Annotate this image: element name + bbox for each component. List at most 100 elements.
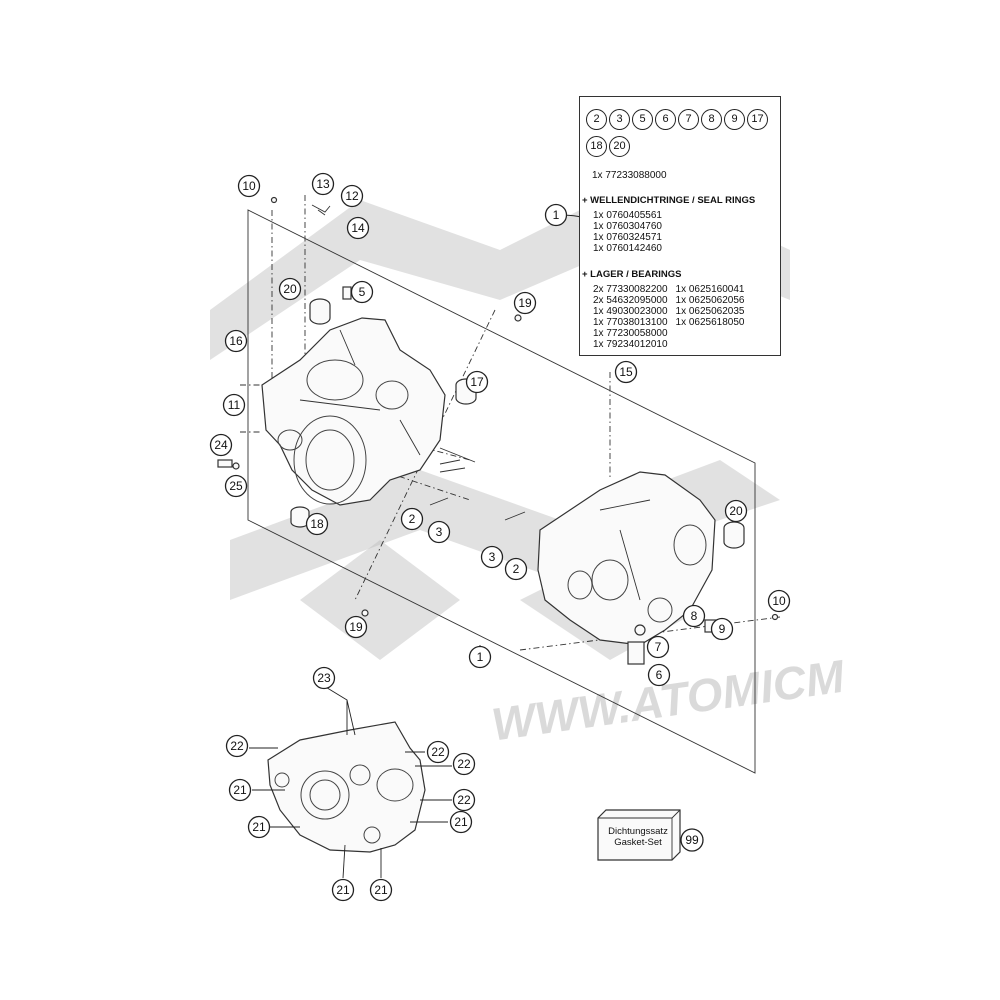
svg-text:22: 22 [431,745,445,759]
callout-21-f: 21 [454,815,468,829]
callout-12: 12 [340,184,364,208]
seal-ring-item: 1x 0760405561 [593,210,662,221]
svg-text:22: 22 [457,793,471,807]
bearing-item: 1x 77038013100 [593,317,668,328]
svg-text:13: 13 [316,177,330,191]
callout-7: 7 [646,635,670,659]
callout-15: 15 [614,360,638,384]
svg-text:6: 6 [656,668,663,682]
bearings-list: 2x 77330082200 2x 54632095000 1x 4903002… [593,284,773,350]
bearing-item: 1x 0625062056 [675,295,745,306]
svg-text:9: 9 [719,622,726,636]
bearings-column-right: 1x 0625160041 1x 0625062056 1x 062506203… [676,284,745,328]
svg-text:3: 3 [436,525,443,539]
kit-main-part: 1x 77233088000 [592,170,667,181]
kit-badge: 20 [609,136,630,157]
callout-14: 14 [346,216,370,240]
svg-text:23: 23 [317,671,331,685]
bearings-heading: + LAGER / BEARINGS [582,269,682,280]
gasket-set-label-de: Dichtungssatz [608,826,668,837]
callout-22-b: 22 [426,740,450,764]
bearing-item: 1x 0625160041 [675,284,745,295]
crankcase-inner-view [267,721,426,853]
bearing-item: 2x 54632095000 [593,295,668,306]
seal-ring-item: 1x 0760304760 [593,221,662,232]
svg-text:2: 2 [409,512,416,526]
kit-badge: 5 [632,109,653,130]
callout-2-right: 2 [504,557,528,581]
svg-text:3: 3 [489,550,496,564]
kit-badge: 9 [724,109,745,130]
svg-text:1: 1 [477,650,484,664]
callout-10-right: 10 [767,589,791,613]
bearing-item: 1x 77230058000 [593,328,668,339]
svg-text:20: 20 [283,282,297,296]
bearing-item: 1x 79234012010 [593,339,668,350]
callout-3-right: 3 [480,545,504,569]
kit-badge: 17 [747,109,768,130]
callout-19-bottom: 19 [344,615,368,639]
seal-rings-list: 1x 0760405561 1x 0760304760 1x 076032457… [593,210,662,254]
svg-text:22: 22 [457,757,471,771]
callout-22-c: 22 [452,752,476,776]
callout-20-left: 20 [278,277,302,301]
callout-18: 18 [305,512,329,536]
callout-21-e: 21 [449,810,473,834]
callout-22-d: 22 [452,788,476,812]
bearing-item: 1x 0625062035 [675,306,745,317]
svg-text:7: 7 [655,640,662,654]
svg-text:17: 17 [470,375,484,389]
svg-text:21: 21 [252,820,266,834]
callout-25: 25 [224,474,248,498]
callout-21-b: 21 [247,815,271,839]
svg-text:22: 22 [230,739,244,753]
callout-21-d: 21 [369,878,393,902]
callout-1-bottom: 1 [468,645,492,669]
seal-ring-item: 1x 0760324571 [593,232,662,243]
svg-text:11: 11 [228,398,241,412]
svg-text:10: 10 [772,594,786,608]
bearing-item: 2x 77330082200 [593,284,668,295]
svg-text:14: 14 [351,221,365,235]
bearings-column-left: 2x 77330082200 2x 54632095000 1x 4903002… [593,284,668,350]
callout-11: 11 [222,393,246,417]
left-crankcase-half [261,317,446,506]
seal-ring-item: 1x 0760142460 [593,243,662,254]
gasket-set-label: Dichtungssatz Gasket-Set [598,826,678,848]
svg-text:5: 5 [359,285,366,299]
kit-badge: 3 [609,109,630,130]
callout-20-right: 20 [724,499,748,523]
svg-text:21: 21 [374,883,388,897]
kit-badge: 6 [655,109,676,130]
callout-24: 24 [209,433,233,457]
callout-19-top: 19 [513,291,537,315]
svg-text:99: 99 [685,833,699,847]
callout-17: 17 [465,370,489,394]
svg-text:16: 16 [229,334,243,348]
callout-22-a: 22 [225,734,249,758]
svg-text:21: 21 [454,815,468,829]
gasket-set-box [597,809,681,861]
bearing-item: 1x 49030023000 [593,306,668,317]
callout-3-left: 3 [427,520,451,544]
callout-23: 23 [312,666,336,690]
svg-text:21: 21 [233,783,247,797]
callout-8: 8 [682,604,706,628]
callout-21-a: 21 [228,778,252,802]
callout-2-left: 2 [400,507,424,531]
kit-badge: 2 [586,109,607,130]
kit-badge: 18 [586,136,607,157]
callout-5: 5 [350,280,374,304]
svg-text:2: 2 [513,562,520,576]
callout-6: 6 [647,663,671,687]
svg-text:24: 24 [214,438,228,452]
gasket-set-label-en: Gasket-Set [614,837,662,848]
svg-text:19: 19 [518,296,532,310]
callout-21-c: 21 [331,878,355,902]
callout-1-top: 1 [544,203,568,227]
callout-10-left: 10 [237,174,261,198]
svg-text:1: 1 [553,208,560,222]
svg-text:19: 19 [349,620,363,634]
